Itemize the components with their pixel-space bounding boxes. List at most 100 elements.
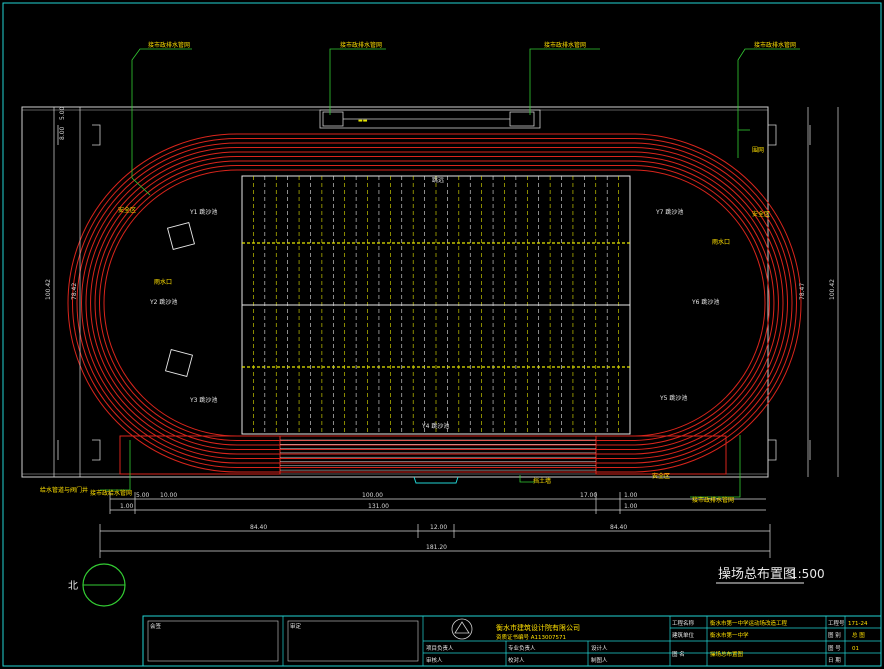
track-lane-line <box>90 156 779 450</box>
start-straight <box>119 435 727 475</box>
fence-ticks <box>57 125 811 460</box>
drawing-scale: 1:500 <box>790 567 825 581</box>
fence-notch-tl <box>92 124 101 146</box>
tb-project-label: 工程名称 <box>672 619 695 627</box>
tb-no-label: 工程号 <box>828 619 845 627</box>
dim-b3: 100.00 <box>362 492 383 499</box>
tb-project: 衡水市第一中学运动场改造工程 <box>710 619 788 627</box>
start-lines <box>280 439 596 471</box>
callout-bottom-left: 接市政给水管网 <box>90 489 132 497</box>
callout-top2: 接市政排水管网 <box>340 41 382 49</box>
gate-mark-label: ▬▬ <box>358 118 368 124</box>
dim-right-total: 100.42 <box>829 279 836 300</box>
callout-bottom-right: 接市政排水管网 <box>692 496 734 504</box>
leader-7 <box>519 475 535 483</box>
callout-left-mid: 雨水口 <box>154 278 172 286</box>
sand-pit-y3 <box>164 348 194 378</box>
track-lane-line <box>94 160 775 446</box>
gate-pier-left <box>322 111 344 127</box>
title-block-texts: 会签 审定 衡水市建筑设计院有限公司 资质证书编号 A113007571 项目负… <box>150 619 868 664</box>
leader-1b <box>131 177 151 196</box>
start-straight-right <box>595 435 727 475</box>
leader-5 <box>100 440 131 491</box>
tb-drawing-label: 图 名 <box>672 650 685 658</box>
tb-row2a: 审核人 <box>426 656 443 664</box>
tb-drawing: 操场总布置图 <box>710 650 744 658</box>
label-y6: Y6 跳沙池 <box>691 298 719 306</box>
tb-left2: 审定 <box>290 622 302 630</box>
callout-leaders <box>100 48 800 498</box>
dim-b4: 17.00 <box>580 492 597 499</box>
tb-row2c: 制图人 <box>591 656 608 664</box>
top-gate-box <box>319 109 541 129</box>
signature-box-2 <box>287 620 419 662</box>
label-y2: Y2 跳沙池 <box>149 298 177 306</box>
callout-top4: 接市政排水管网 <box>754 41 796 49</box>
dim-left-a: 8.00 <box>59 126 66 140</box>
callout-labels: 接市政排水管网 接市政排水管网 接市政排水管网 接市政排水管网 接市政给水管网 … <box>40 41 796 504</box>
dim-b5: 1.00 <box>624 492 638 499</box>
dim-left-inner: 78.42 <box>71 283 78 300</box>
tb-row1b: 专业负责人 <box>508 644 536 652</box>
leader-4 <box>737 48 800 158</box>
callout-safety-right: 安全区 <box>752 210 770 218</box>
fence-notch-bl <box>92 439 101 461</box>
leader-6 <box>690 435 741 498</box>
sand-pit-labels: Y1 跳沙池 Y2 跳沙池 Y3 跳沙池 Y4 跳沙池 Y5 跳沙池 Y6 跳沙… <box>149 176 719 430</box>
site-boundary <box>21 106 769 478</box>
start-straight-left <box>119 435 281 475</box>
callout-fence: 围网 <box>752 147 764 154</box>
tb-company: 衡水市建筑设计院有限公司 <box>496 623 580 632</box>
callout-safety-bottom: 安全区 <box>652 472 670 480</box>
callout-safety-left: 安全区 <box>118 206 136 214</box>
tb-row2b: 校对人 <box>508 656 525 664</box>
dim-left-total: 100.42 <box>45 279 52 300</box>
dim-b-total: 181.20 <box>426 544 447 551</box>
tb-sub: 衡水市第一中学 <box>710 631 749 639</box>
track-lane-line <box>85 151 784 455</box>
callout-top3: 接市政排水管网 <box>544 41 586 49</box>
label-long-jump: 跳远 <box>432 176 444 184</box>
fence-notch-br <box>768 439 777 461</box>
fence-notch-tr <box>768 124 777 146</box>
track-lane-line <box>67 133 802 473</box>
title-block: 会签 审定 衡水市建筑设计院有限公司 资质证书编号 A113007571 项目负… <box>142 615 882 667</box>
callout-water-meter: 给水管道与阀门井 <box>40 486 88 494</box>
drawing-title: 操场总布置图 <box>718 566 796 582</box>
dimension-texts: 5.00 8.00 100.42 78.42 100.42 78.47 5.00… <box>45 106 836 551</box>
callout-right-mid: 雨水口 <box>712 238 730 246</box>
sand-pit-y1 <box>166 221 196 251</box>
dimension-lines <box>53 107 839 558</box>
label-y5: Y5 跳沙池 <box>659 394 687 402</box>
dim-b-right: 84.40 <box>610 524 627 531</box>
tb-type: 总 图 <box>852 631 865 639</box>
drain-channel-marker <box>413 476 459 484</box>
signature-box-1 <box>147 620 279 662</box>
dim-b-row2: 131.00 <box>368 503 389 510</box>
tb-date-label: 日 期 <box>828 657 841 664</box>
track-lane-line <box>72 138 797 468</box>
track-lane-line <box>81 147 788 459</box>
dim-b1: 5.00 <box>136 492 150 499</box>
leader-1 <box>131 48 192 178</box>
track-lane-line <box>76 142 793 464</box>
label-y3: Y3 跳沙池 <box>189 396 217 404</box>
track-lane-line <box>99 165 770 441</box>
label-y4: Y4 跳沙池 <box>421 422 449 430</box>
dim-b7: 1.00 <box>624 503 638 510</box>
tb-sheet-label: 图 号 <box>828 644 841 652</box>
north-arrow: 北 <box>68 563 126 607</box>
running-track <box>67 133 802 473</box>
tb-no: 171-24 <box>848 621 868 627</box>
tb-cert: 资质证书编号 A113007571 <box>496 633 566 641</box>
callout-top1: 接市政排水管网 <box>148 41 190 49</box>
tb-row1a: 项目负责人 <box>426 644 454 652</box>
fence-notches <box>57 124 811 461</box>
dim-b6: 1.00 <box>120 503 134 510</box>
leader-2 <box>329 48 386 115</box>
tb-left1: 会签 <box>150 622 162 630</box>
dim-top-left: 5.00 <box>59 106 66 120</box>
title-block-grid <box>282 616 881 666</box>
